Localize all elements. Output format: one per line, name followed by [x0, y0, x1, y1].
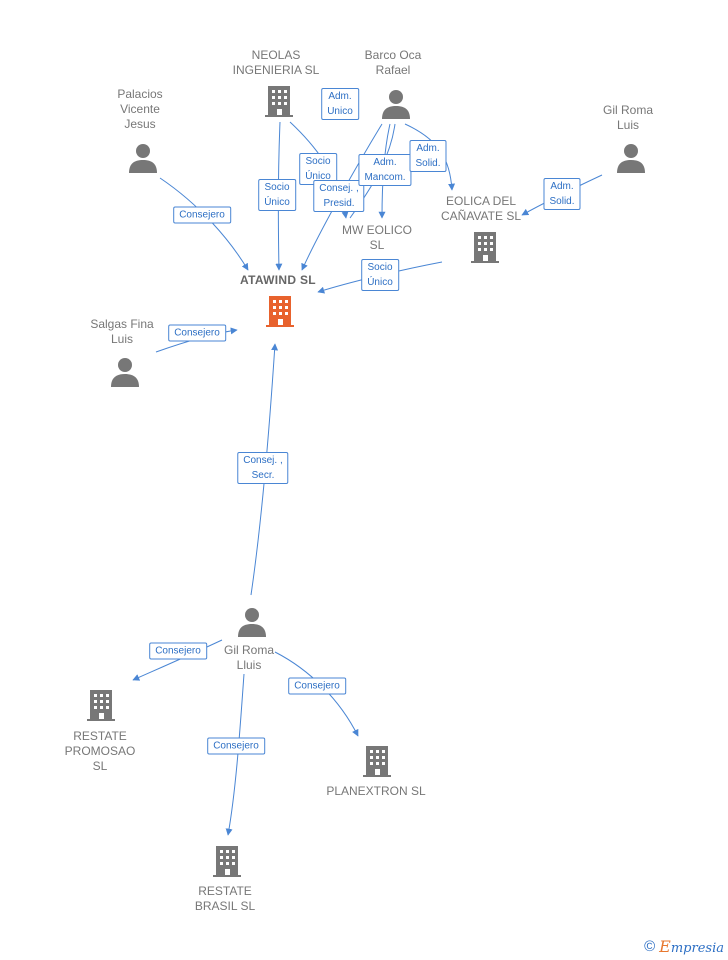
palacios-person-icon — [129, 144, 157, 173]
node-label-planextron[interactable]: PLANEXTRON SL — [326, 784, 426, 798]
edge-label-barco-adm-mancom[interactable]: Adm. Mancom. — [358, 154, 412, 186]
neolas-building-icon — [265, 86, 293, 117]
node-label-salgas[interactable]: Salgas Fina Luis — [90, 317, 154, 346]
node-label-restate-brasil[interactable]: RESTATE BRASIL SL — [194, 884, 256, 913]
node-label-restate-promosao[interactable]: RESTATE PROMOSAO SL — [64, 729, 136, 773]
node-label-gilroma-lluis[interactable]: Gil Roma Lluis — [223, 643, 275, 672]
edge-label-palacios-consejero[interactable]: Consejero — [173, 206, 231, 224]
brand-logo-rest: mpresia — [670, 941, 724, 956]
node-label-neolas[interactable]: NEOLAS INGENIERIA SL — [232, 48, 320, 77]
barco-person-icon — [382, 90, 410, 119]
restate-brasil-building-icon — [213, 846, 241, 877]
edge-label-neolas-socio-unico[interactable]: Socio Único — [258, 179, 296, 211]
edge-label-eolica-socio-unico[interactable]: Socio Único — [361, 259, 399, 291]
brand-logo-initial: E — [659, 937, 671, 956]
node-label-mweolico[interactable]: MW EOLICO SL — [341, 223, 413, 252]
edge-label-lluis-brasil-consejero[interactable]: Consejero — [207, 737, 265, 755]
node-label-atawind[interactable]: ATAWIND SL — [240, 273, 316, 287]
footer-brand[interactable]: © Empresia — [644, 937, 724, 956]
edge-label-barco-socio-unico[interactable]: Socio Único — [299, 153, 337, 185]
edge-label-lluis-promosao-consejero[interactable]: Consejero — [149, 642, 207, 660]
edge-label-neolas-adm-unico[interactable]: Adm. Unico — [321, 88, 359, 120]
node-label-gilroma-luis[interactable]: Gil Roma Luis — [602, 103, 654, 132]
salgas-person-icon — [111, 358, 139, 387]
node-label-eolica[interactable]: EOLICA DEL CAÑAVATE SL — [440, 194, 522, 223]
edge-label-lluis-planextron-consejero[interactable]: Consejero — [288, 677, 346, 695]
edge-label-barco-adm-solid[interactable]: Adm. Solid. — [409, 140, 447, 172]
planextron-building-icon — [363, 746, 391, 777]
edge-palacios-atawind — [159, 177, 249, 271]
edge-label-barco-consej-presid[interactable]: Consej. , Presid. — [313, 180, 365, 212]
gilroma-luis-person-icon — [617, 144, 645, 173]
edge-lluis-brasil — [225, 673, 245, 836]
atawind-building-icon — [266, 296, 294, 327]
gilroma-lluis-person-icon — [238, 608, 266, 637]
restate-promosao-building-icon — [87, 690, 115, 721]
eolica-building-icon — [471, 232, 499, 263]
copyright-icon: © — [644, 938, 656, 955]
edge-lluis-promosao — [132, 639, 223, 681]
brand-logo: Empresia — [659, 937, 724, 956]
edge-label-salgas-consejero[interactable]: Consejero — [168, 324, 226, 342]
edge-label-gilluis-adm-solid[interactable]: Adm. Solid. — [543, 178, 581, 210]
node-label-palacios[interactable]: Palacios Vicente Jesus — [117, 87, 163, 131]
node-label-barco[interactable]: Barco Oca Rafael — [364, 48, 422, 77]
edge-label-lluis-consej-secr[interactable]: Consej. , Secr. — [237, 452, 289, 484]
